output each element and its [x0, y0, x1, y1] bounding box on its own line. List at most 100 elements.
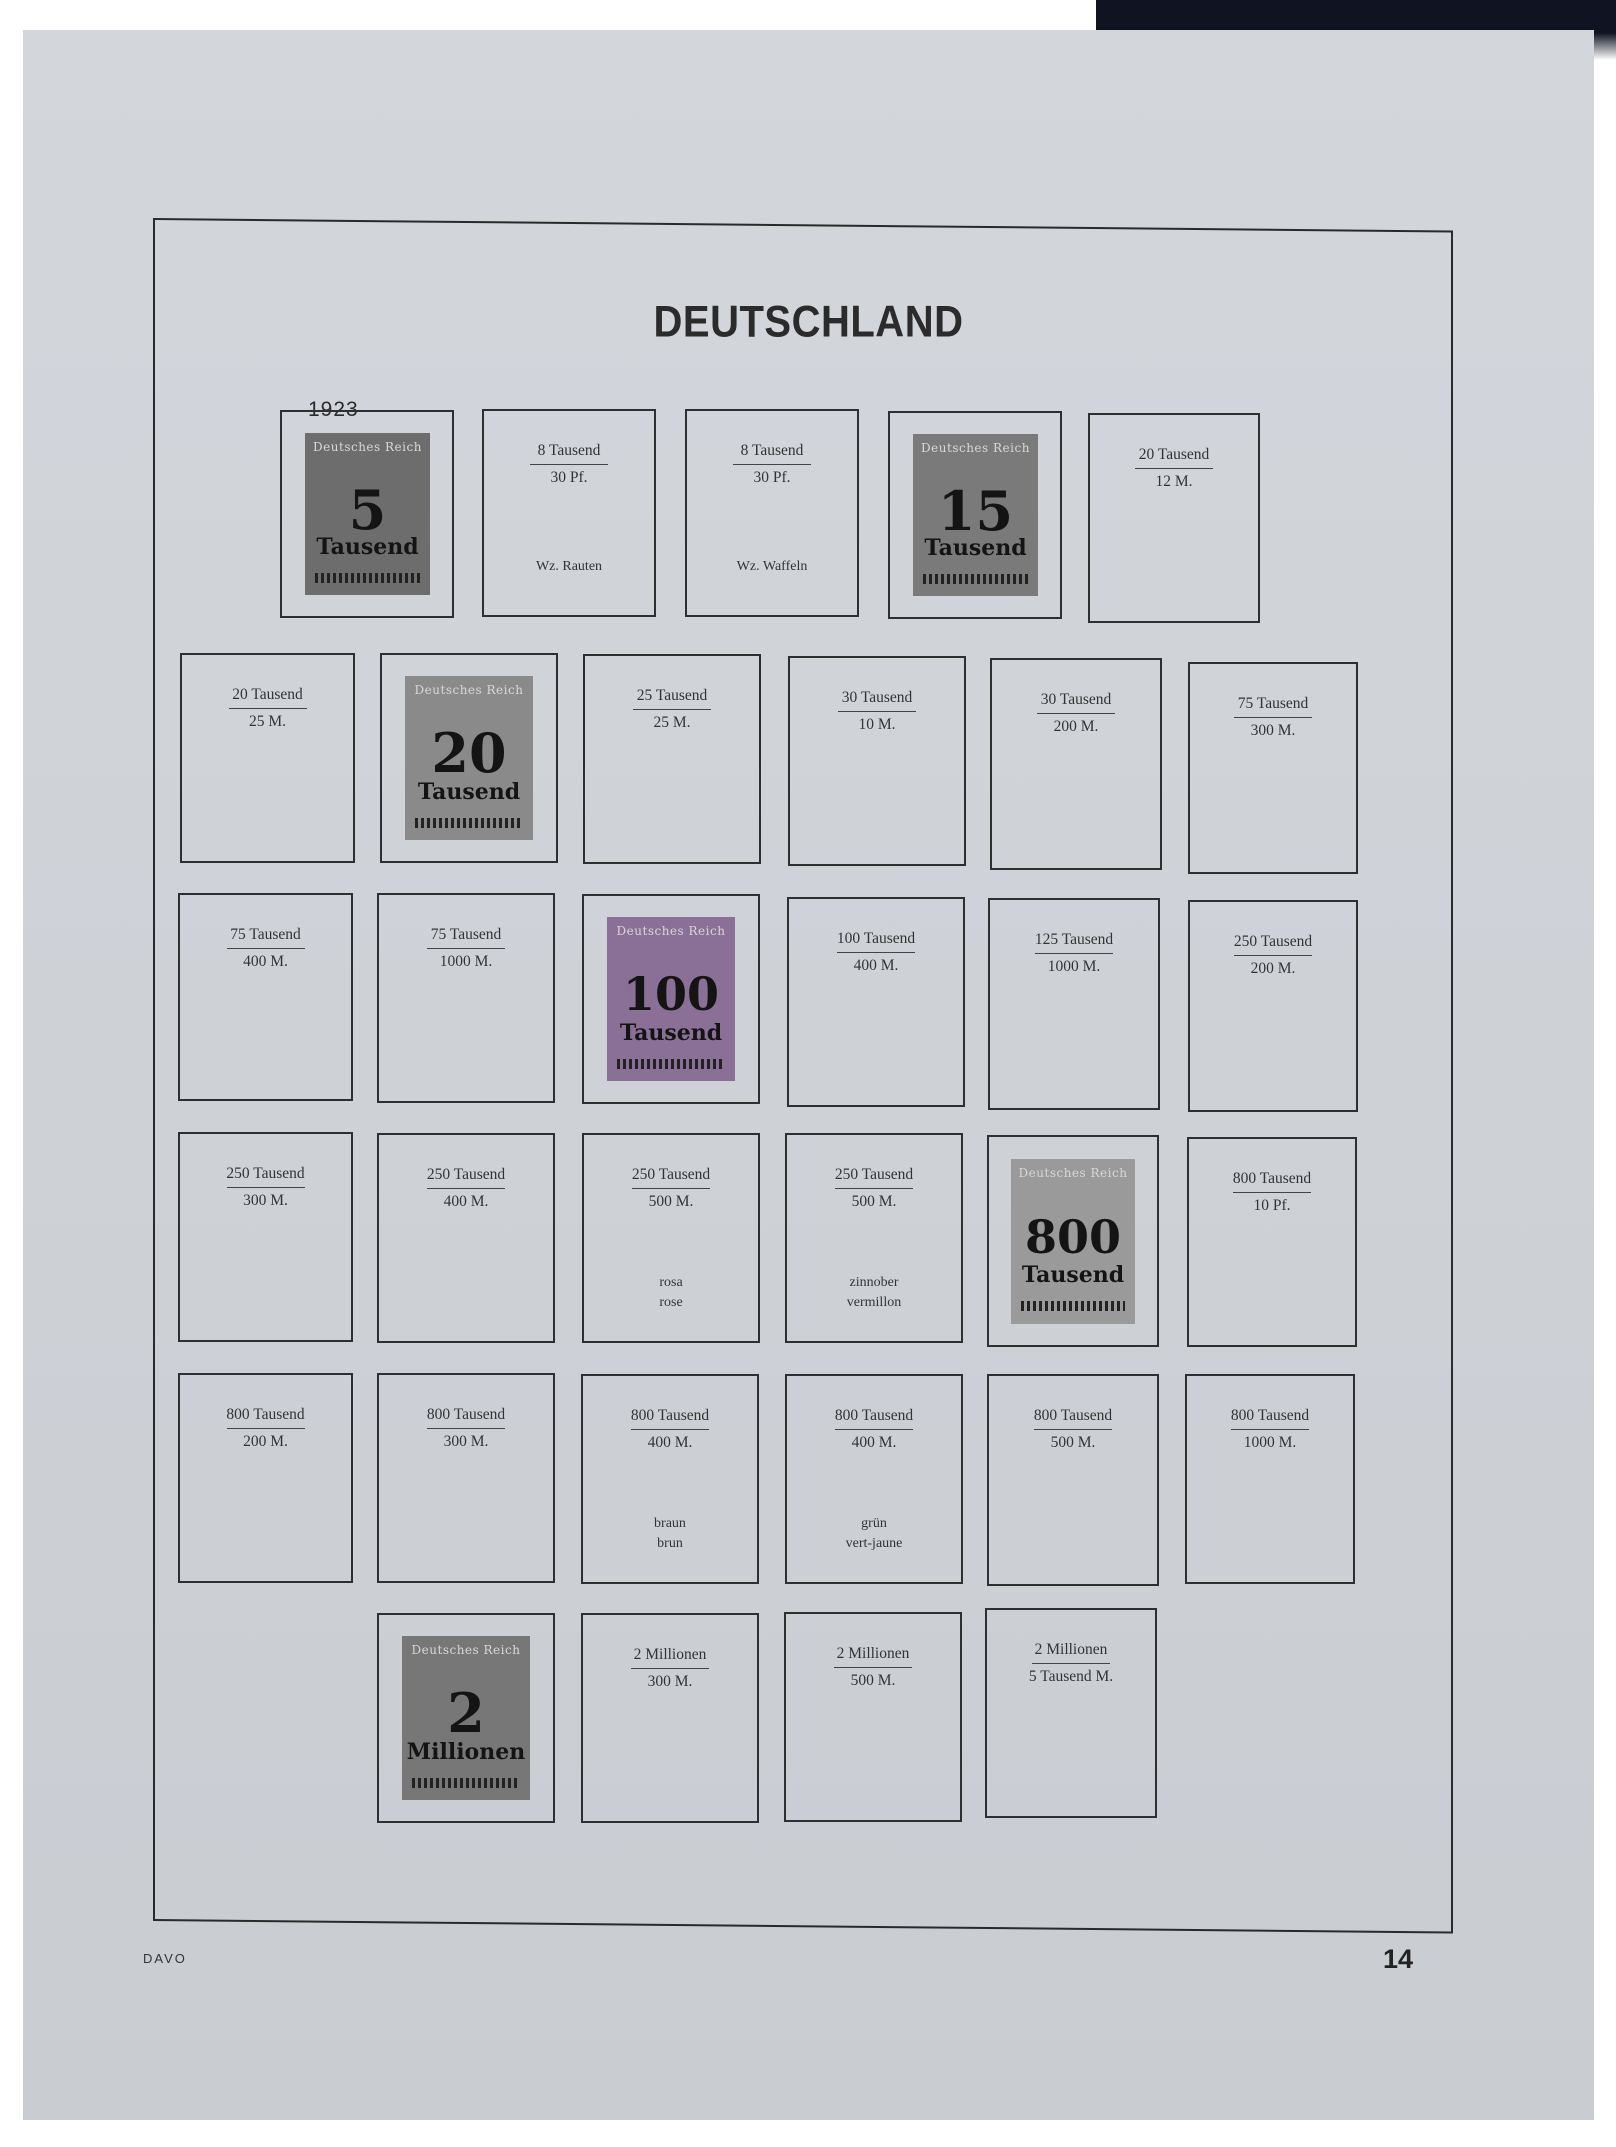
space-base-value: 400 M. [243, 953, 288, 970]
stamp-overprint-word: Tausend [619, 1019, 723, 1046]
stamp-header: Deutsches Reich [921, 441, 1030, 455]
space-value: 800 Tausend [426, 1406, 506, 1423]
fraction-rule [530, 464, 608, 465]
fraction-rule [835, 1188, 913, 1189]
space-value: 800 Tausend [834, 1407, 914, 1424]
stamp-overprint-word: Tausend [316, 534, 419, 561]
stamp-header: Deutsches Reich [1018, 1166, 1128, 1180]
stamp-header: Deutsches Reich [411, 1643, 521, 1657]
space-base-value: 25 M. [248, 713, 287, 730]
space-value: 8 Tausend [537, 442, 601, 459]
fraction-rule [633, 709, 711, 710]
fraction-rule [1234, 717, 1312, 718]
space-value: 800 Tausend [1230, 1407, 1310, 1424]
space-base-value: 400 M. [647, 1434, 693, 1451]
space-value: 25 Tausend [636, 687, 708, 704]
space-value: 20 Tausend [232, 686, 303, 703]
space-value: 250 Tausend [631, 1166, 711, 1183]
stamp-space-empty: 25 Tausend 25 M. [583, 654, 761, 864]
stamp-space-empty: 2 Millionen 300 M. [581, 1613, 759, 1823]
fraction-rule [427, 1188, 505, 1189]
space-value: 75 Tausend [1237, 695, 1309, 712]
space-base-value: 400 M. [443, 1193, 489, 1210]
space-value: 2 Millionen [633, 1646, 707, 1663]
space-note-line2: brun [657, 1536, 683, 1551]
fraction-rule [1231, 1429, 1309, 1430]
fraction-rule [835, 1429, 913, 1430]
fraction-rule [226, 948, 305, 949]
stamp-overprint-word: Millionen [406, 1738, 526, 1765]
fraction-rule [837, 952, 915, 953]
space-note-line2: vert-jaune [845, 1536, 903, 1551]
space-value: 250 Tausend [1233, 933, 1313, 950]
stamp-space-empty: 8 Tausend 30 Pf. Wz. Rauten [482, 409, 656, 617]
stamp-overprint-value: 100 [622, 967, 720, 1022]
space-value: 75 Tausend [230, 926, 301, 943]
space-value: 250 Tausend [834, 1166, 914, 1183]
fraction-rule [226, 1428, 305, 1429]
stamp-space-empty: 250 Tausend 200 M. [1188, 900, 1358, 1112]
fraction-rule [1234, 955, 1312, 956]
space-base-value: 10 M. [858, 716, 896, 733]
space-note-line1: Wz. Waffeln [736, 559, 808, 574]
fraction-rule [631, 1668, 709, 1669]
fraction-rule [427, 948, 505, 949]
stamp-bars [415, 817, 523, 828]
space-value: 125 Tausend [1034, 931, 1114, 948]
space-note: Wz. Rauten [484, 557, 654, 577]
stamp-bars [617, 1058, 725, 1069]
fraction-rule [1032, 1663, 1110, 1664]
space-base-value: 300 M. [243, 1192, 288, 1209]
fraction-rule [1037, 713, 1115, 714]
publisher-label: DAVO [143, 1951, 187, 1966]
space-base-value: 200 M. [243, 1433, 288, 1450]
space-note: braun brun [583, 1514, 757, 1554]
space-base-value: 25 M. [653, 714, 691, 731]
fraction-rule [834, 1667, 912, 1668]
fraction-rule [427, 1428, 505, 1429]
fraction-rule [632, 1188, 710, 1189]
space-value: 800 Tausend [630, 1407, 710, 1424]
space-value: 800 Tausend [1232, 1170, 1312, 1187]
fraction-rule [838, 711, 916, 712]
stamp-bars [412, 1777, 520, 1788]
space-base-value: 200 M. [1250, 960, 1296, 977]
space-note: Wz. Waffeln [687, 557, 857, 577]
stamp-header: Deutsches Reich [414, 683, 524, 697]
space-note-line1: Wz. Rauten [535, 559, 603, 574]
stamp-overprint-word: Tausend [924, 535, 1027, 562]
space-value: 8 Tausend [740, 442, 804, 459]
space-base-value: 1000 M. [439, 953, 493, 970]
space-base-value: 30 Pf. [550, 469, 588, 486]
space-base-value: 400 M. [853, 957, 899, 974]
stamp-bars [923, 573, 1028, 584]
space-value: 2 Millionen [836, 1645, 910, 1662]
fraction-rule [228, 708, 307, 709]
fraction-rule [733, 464, 811, 465]
space-note-line1: zinnober [849, 1275, 899, 1290]
space-base-value: 300 M. [443, 1433, 489, 1450]
stamp-overprint-value: 15 [937, 478, 1014, 543]
space-note-line1: braun [654, 1516, 686, 1531]
stamp-space-empty: 800 Tausend 400 M. braun brun [581, 1374, 759, 1584]
space-base-value: 300 M. [647, 1673, 693, 1690]
space-base-value: 500 M. [851, 1193, 897, 1210]
